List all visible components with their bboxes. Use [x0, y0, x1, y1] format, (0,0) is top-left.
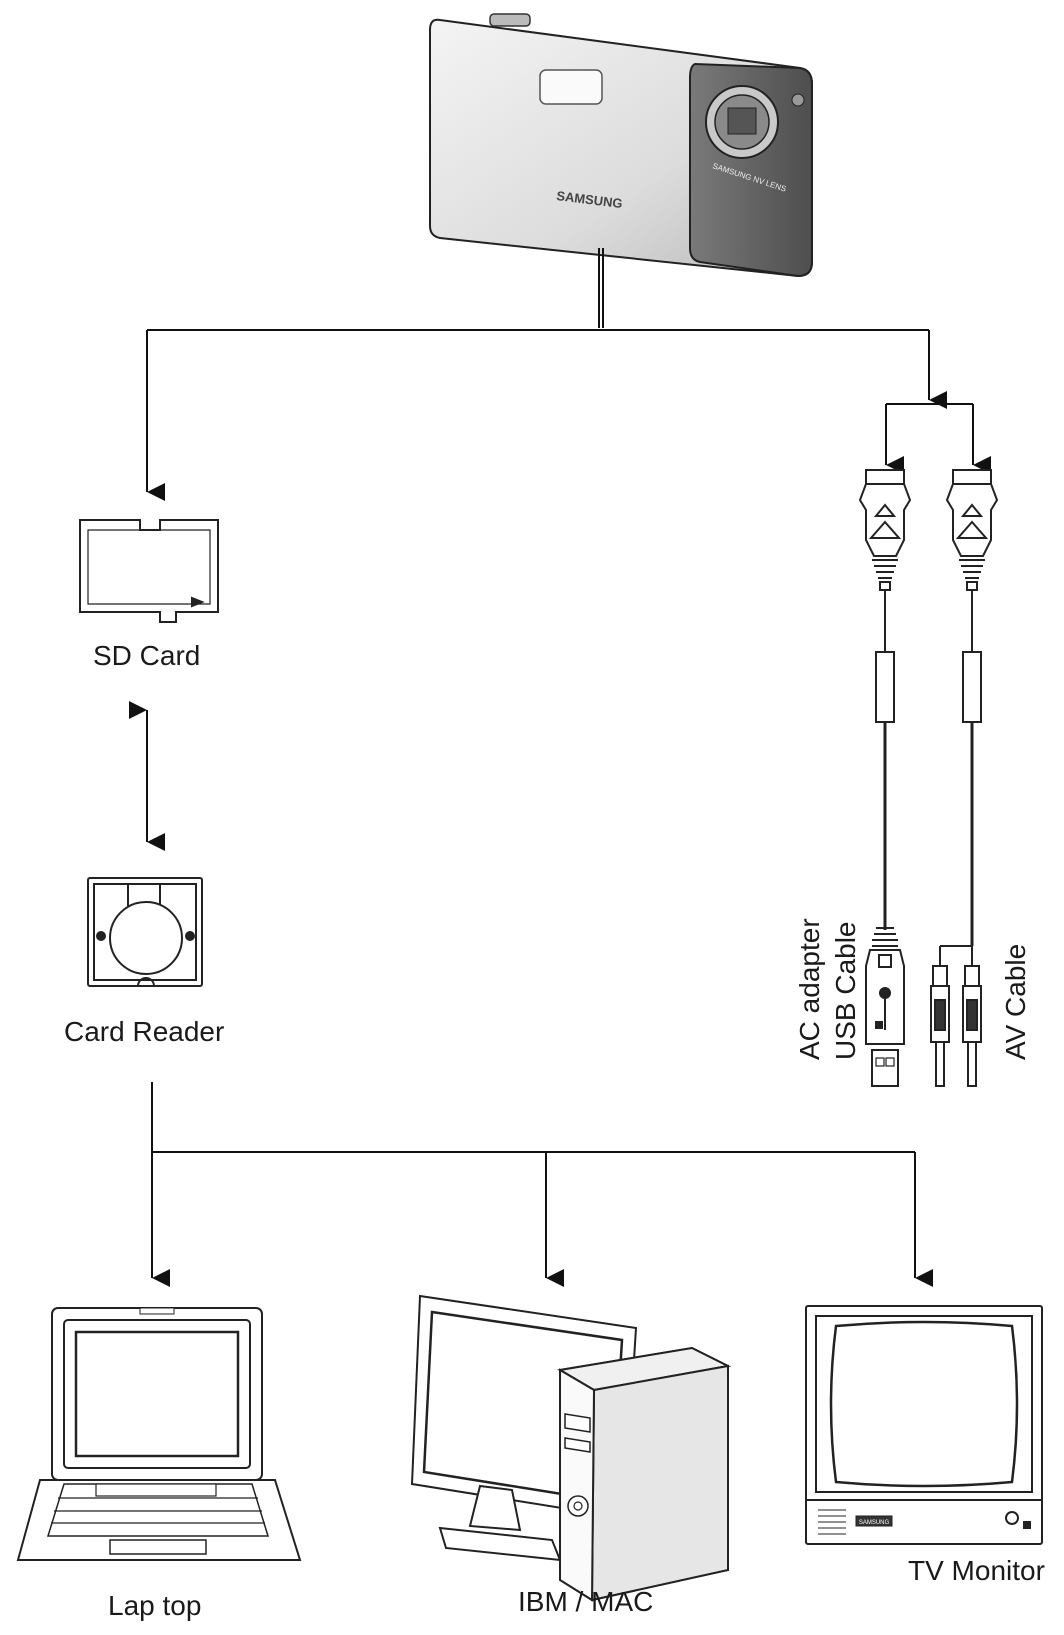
av-cable-label: AV Cable	[998, 944, 1034, 1060]
laptop-label: Lap top	[108, 1590, 201, 1622]
usb-cable-label: USB Cable	[828, 921, 864, 1060]
card-reader-icon	[88, 878, 202, 986]
tv-monitor-label: TV Monitor	[908, 1555, 1045, 1587]
tv-brand-text: SAMSUNG	[859, 1520, 890, 1526]
sd-card-icon	[80, 520, 218, 622]
tv-monitor-icon: SAMSUNG	[806, 1306, 1042, 1544]
sd-card-label: SD Card	[93, 640, 200, 672]
card-reader-label: Card Reader	[64, 1016, 224, 1048]
av-cable-icon	[931, 470, 997, 1086]
camera-icon: SAMSUNG SAMSUNG NV LENS	[430, 14, 812, 276]
ibm-mac-label: IBM / MAC	[518, 1586, 653, 1618]
ac-adapter-label: AC adapter	[792, 918, 828, 1060]
connection-lines	[147, 248, 973, 1278]
desktop-computer-icon	[412, 1296, 728, 1600]
usb-cable-icon	[860, 470, 910, 1086]
laptop-icon	[18, 1308, 300, 1560]
